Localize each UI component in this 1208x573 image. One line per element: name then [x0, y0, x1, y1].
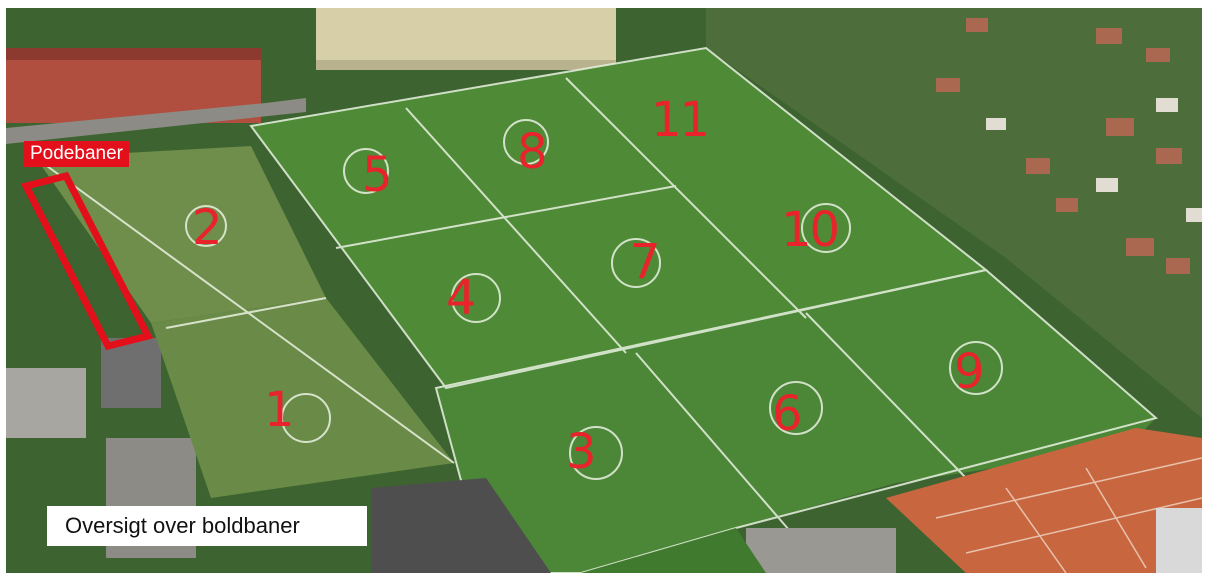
- podebaner-label: Podebaner: [24, 141, 129, 167]
- field-7-number: 7: [630, 234, 661, 290]
- field-4-number: 4: [446, 270, 477, 326]
- field-6-number: 6: [772, 386, 803, 442]
- aerial-photo: 1 2 3 4 5 6 7 8 9 10 11 Podebaner Oversi…: [6, 8, 1202, 573]
- house-roofs: [936, 18, 1190, 274]
- field-5-number: 5: [362, 147, 393, 203]
- field-11-number: 11: [651, 92, 710, 148]
- building-bottom: [746, 528, 896, 573]
- road: [6, 98, 306, 144]
- field-2-number: 2: [192, 200, 223, 256]
- aerial-scene: [6, 8, 1202, 573]
- apartment-building-yellow: [316, 8, 616, 68]
- field-3-number: 3: [566, 424, 597, 480]
- caption-label: Oversigt over boldbaner: [47, 506, 367, 546]
- field-1-turf: [151, 298, 454, 498]
- field-10-number: 10: [781, 202, 840, 258]
- pitch-complex-north: [251, 48, 986, 388]
- field-8-number: 8: [517, 124, 548, 180]
- podebaner-outline: [20, 171, 154, 351]
- clay-courts: [886, 428, 1202, 573]
- field-9-number: 9: [954, 344, 985, 400]
- field-2-turf: [36, 146, 326, 323]
- residential-area: [706, 8, 1202, 418]
- building-left: [6, 368, 86, 438]
- clubhouse-roof: [371, 478, 551, 573]
- house-walls: [986, 98, 1202, 222]
- field-1-number: 1: [264, 382, 295, 438]
- pitch-complex-south: [436, 270, 1156, 573]
